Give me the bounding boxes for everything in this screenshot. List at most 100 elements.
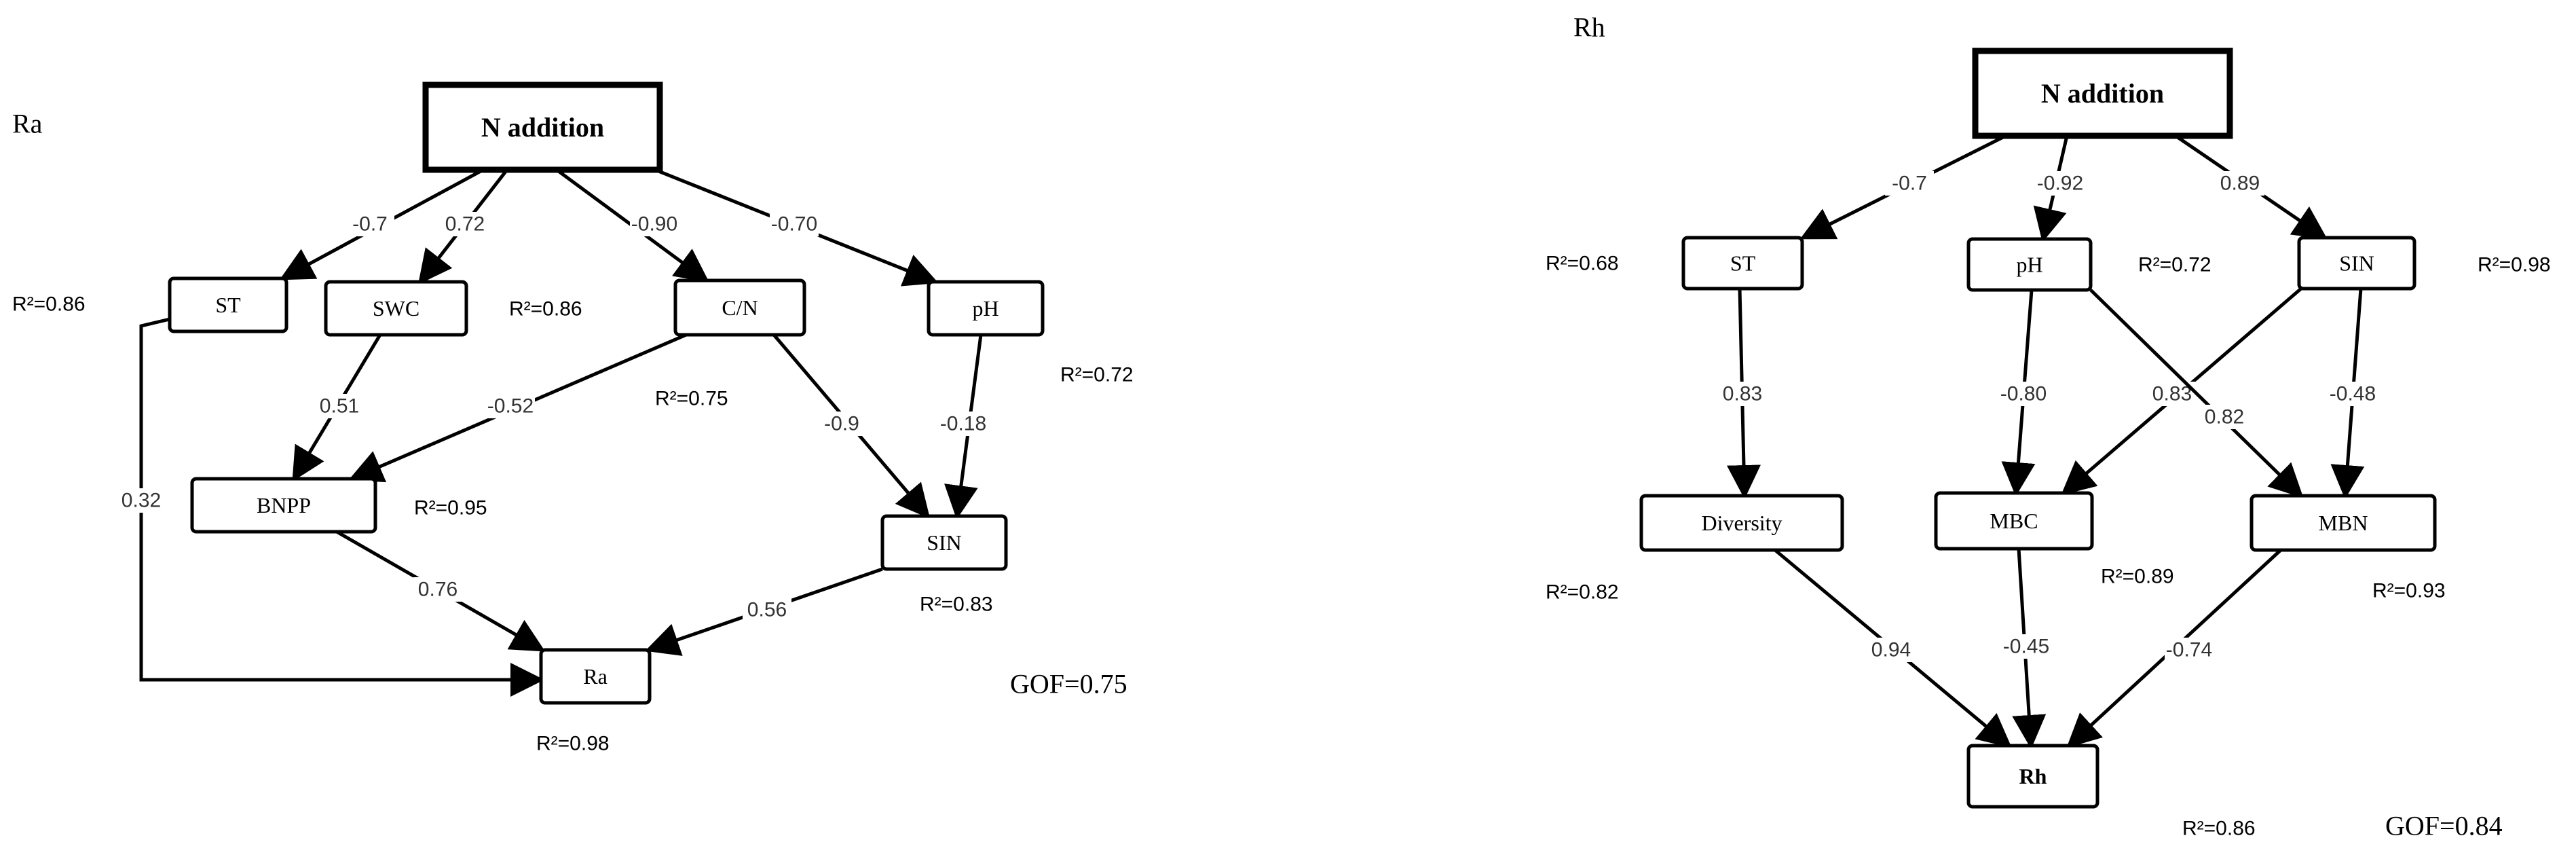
path-coefficient: -0.45 [2003,636,2049,658]
node-box [927,280,1045,337]
node-box [673,278,806,337]
node-box [2250,494,2437,552]
r-squared-ph: R²=0.72 [2138,254,2211,276]
path-coefficient: 0.83 [1723,383,1762,405]
node-cn: C/N [673,278,806,337]
coef-bg [2002,634,2051,659]
r-squared-ra: R²=0.98 [536,733,610,755]
path-coefficient: 0.51 [320,395,359,418]
coef-bg [939,412,988,436]
node-rh: Rh [1966,744,2099,809]
node-swc: SWC [324,280,468,337]
panel-title-rh: Rh [1573,12,1605,43]
node-label: Diversity [1701,511,1782,535]
path-coefficient: -0.48 [2330,383,2376,405]
path-coefficient: -0.92 [2037,172,2083,195]
panel-title-ra: Ra [12,109,43,139]
node-label: SWC [373,296,419,321]
r-squared-st: R²=0.86 [12,293,86,316]
node-label: MBN [2319,511,2368,535]
path-coefficient: -0.70 [771,213,817,236]
coef-bg [2328,382,2377,406]
gof-rh: GOF=0.84 [2385,811,2503,841]
coef-bg [2165,638,2214,662]
node-box [422,81,663,173]
node-label: Rh [2019,764,2047,788]
coef-bg [2200,405,2249,429]
coef-bg [770,212,819,236]
path-coefficient: 0.56 [747,599,787,621]
coef-bg [117,488,166,513]
coef-bg [315,394,364,418]
r-squared-div: R²=0.82 [1546,581,1619,604]
node-ph: pH [927,280,1045,337]
edge-ph-to-mbn [2089,289,2304,498]
node-ra: Ra [539,648,652,705]
coef-bg [743,598,791,622]
r-squared-sin: R²=0.83 [920,594,993,616]
coef-bg [1718,382,1767,406]
path-coefficient: 0.82 [2205,406,2244,428]
node-box [1934,491,2094,551]
node-box [324,280,468,337]
path-coefficient: 0.76 [418,579,458,601]
path-coefficient: 0.32 [122,490,161,512]
node-box [1972,48,2233,139]
r-squared-sin: R²=0.98 [2478,254,2551,276]
path-coefficient: -0.52 [487,395,534,418]
node-st: ST [168,276,288,333]
coef-bg [630,212,679,236]
r-squared-st: R²=0.68 [1546,253,1619,275]
node-box [539,648,652,705]
coef-bg [1999,382,2048,406]
node-n: N addition [1972,48,2233,139]
r-squared-rh: R²=0.86 [2182,818,2256,840]
r-squared-cn: R²=0.75 [655,388,728,410]
node-st: ST [1681,236,1804,291]
node-label: N addition [481,112,604,143]
coef-bg [2036,171,2085,196]
coef-bg [486,394,535,418]
node-bnpp: BNPP [190,477,377,534]
path-coefficient: 0.89 [2220,172,2260,195]
node-box [1681,236,1804,291]
path-coefficient: 0.94 [1871,639,1911,661]
node-div: Diversity [1639,494,1844,552]
node-box [1966,744,2099,809]
r-squared-ph: R²=0.72 [1060,364,1134,386]
coef-bg [817,412,866,436]
node-label: SIN [2339,251,2374,276]
node-box [168,276,288,333]
node-label: C/N [722,295,758,320]
node-sin: SIN [880,514,1008,571]
coef-bg [441,212,489,236]
path-coefficient: -0.9 [824,413,859,435]
node-box [1639,494,1844,552]
r-squared-mbn: R²=0.93 [2372,580,2446,602]
path-coefficient: -0.18 [940,413,986,435]
node-label: BNPP [257,493,311,517]
r-squared-bnpp: R²=0.95 [414,497,487,519]
node-mbc: MBC [1934,491,2094,551]
node-label: SIN [927,530,962,555]
coef-bg [2216,171,2264,196]
path-coefficient: -0.90 [631,213,677,236]
path-coefficient: -0.80 [2000,383,2047,405]
node-sin: SIN [2297,236,2416,291]
node-box [880,514,1008,571]
node-label: MBC [1990,509,2038,533]
coef-bg [413,577,462,602]
path-coefficient: -0.7 [352,213,388,236]
node-label: N addition [2041,78,2164,109]
node-ph: pH [1966,237,2093,292]
path-coefficient: -0.74 [2166,639,2212,661]
